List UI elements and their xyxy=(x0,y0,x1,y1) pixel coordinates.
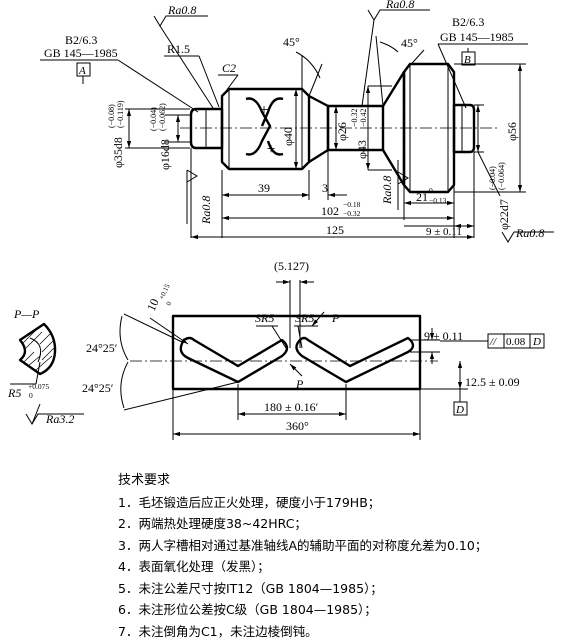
fillet-r15: R1.5 xyxy=(167,42,190,56)
dia-35-label: φ35d8 xyxy=(111,137,125,168)
dia-56-label: φ56 xyxy=(505,122,519,141)
right-cone xyxy=(383,72,404,185)
len-9: 9 ± 0.11 xyxy=(426,226,462,238)
section-outline xyxy=(20,324,55,374)
note-item: 1．毛坯锻造后应正火处理，硬度小于179HB； xyxy=(118,492,558,514)
section-p-p: P—P R5 +0.075 0 Ra3.2 xyxy=(7,307,84,426)
datum-a-label: A xyxy=(78,65,86,77)
dia-35-tol-l: (−0.119) xyxy=(116,100,125,128)
notes-title: 技术要求 xyxy=(118,470,558,492)
technical-requirements: 技术要求 1．毛坯锻造后应正火处理，硬度小于179HB； 2．两端热处理硬度38… xyxy=(118,470,558,642)
len-102-tol-u: −0.18 xyxy=(343,200,361,209)
angle-45-left: 45° xyxy=(283,35,300,49)
section-ra: Ra3.2 xyxy=(45,412,74,426)
section-radius-tol-u: +0.075 xyxy=(28,382,49,391)
left-center-std: GB 145—1985 xyxy=(44,46,118,60)
dia-43-label: φ43 xyxy=(355,140,369,159)
dia-35-tol-u: (−0.08) xyxy=(107,104,116,128)
sr5-right: SR5 xyxy=(295,311,314,325)
dia-22-tol-l: (−0.064) xyxy=(497,162,506,190)
len-21: 21 xyxy=(416,190,428,204)
len-21-tol-u: 0 xyxy=(429,186,433,195)
len-102: 102 xyxy=(321,204,339,218)
angle-45-right: 45° xyxy=(401,36,418,50)
dia-16-label: φ16d8 xyxy=(158,139,172,170)
len-39: 39 xyxy=(258,181,270,195)
chamfer-c2: C2 xyxy=(222,61,236,75)
slot-width-tol-u: +0.15 xyxy=(158,282,172,301)
right-v-slot xyxy=(296,338,413,382)
tol-value: 0.08 xyxy=(506,336,526,348)
dim-12-5: 12.5 ± 0.09 xyxy=(465,375,520,389)
len-125: 125 xyxy=(326,223,344,237)
section-radius: R5 xyxy=(7,386,21,400)
ra-bottom-left: Ra0.8 xyxy=(199,196,213,225)
sr5-left: SR5 xyxy=(255,311,274,325)
note-item: 4．表面氧化处理（发黑）； xyxy=(118,556,558,578)
section-mark-p-top: P xyxy=(331,311,340,325)
slot-width-tol-l: 0 xyxy=(165,300,174,307)
dia-26-label: φ26 xyxy=(335,122,349,141)
tol-symbol: // xyxy=(489,336,497,348)
datum-d: D xyxy=(455,404,464,416)
section-mark-p-bottom: P xyxy=(295,377,304,391)
left-cone xyxy=(309,96,328,162)
left-v-slot xyxy=(181,338,287,382)
right-center-std: GB 145—1985 xyxy=(440,30,514,44)
dim-5127: (5.127) xyxy=(274,259,309,273)
shaft-view: + + B2/6.3 GB 145—1985 A Ra0.8 R1.5 C2 xyxy=(40,0,554,242)
len-3: 3 xyxy=(322,181,328,195)
len-21-tol-l: −0.13 xyxy=(429,196,447,205)
angle-bottom: 24°25′ xyxy=(82,381,114,395)
len-102-tol-l: −0.32 xyxy=(343,209,361,218)
right-journal xyxy=(454,105,474,152)
dia-16-tol-u: (−0.04) xyxy=(149,107,158,131)
dia-43-tol-u: −0.32 xyxy=(350,108,359,127)
dim-180: 180 ± 0.16′ xyxy=(264,400,319,414)
note-item: 6．未注形位公差按C级（GB 1804—1985）； xyxy=(118,599,558,621)
note-item: 7．未注倒角为C1，未注边棱倒钝。 xyxy=(118,621,558,642)
dia-40-label: φ40 xyxy=(281,127,295,146)
svg-text:+: + xyxy=(266,141,275,158)
section-radius-tol-l: 0 xyxy=(29,391,33,400)
tol-datum: D xyxy=(532,336,541,348)
ra-top-left: Ra0.8 xyxy=(167,3,196,17)
ra-groove: Ra0.8 xyxy=(380,176,394,205)
svg-text:+: + xyxy=(259,102,268,119)
dia-16-tol-l: (−0.062) xyxy=(158,103,167,131)
left-center-hole: B2/6.3 xyxy=(65,33,97,47)
angle-top: 24°25′ xyxy=(86,341,118,355)
note-item: 5．未注公差尺寸按IT12（GB 1804—1985）； xyxy=(118,578,558,600)
right-center-hole: B2/6.3 xyxy=(452,15,484,29)
section-title: P—P xyxy=(13,307,40,321)
developed-view: (5.127) 10 +0.15 0 SR5 SR5 P P 24°25′ 24… xyxy=(82,259,544,440)
ra-top-right: Ra0.8 xyxy=(385,0,414,11)
ra-bottom-right: Ra0.8 xyxy=(515,226,544,240)
note-item: 2．两端热处理硬度38~42HRC； xyxy=(118,513,558,535)
dia-43-tol-l: −0.42 xyxy=(359,108,368,127)
note-item: 3．两人字槽相对通过基准轴线A的辅助平面的对称度允差为0.10； xyxy=(118,535,558,557)
dim-360: 360° xyxy=(286,419,309,433)
dia-22-label: φ22d7 xyxy=(497,199,511,230)
